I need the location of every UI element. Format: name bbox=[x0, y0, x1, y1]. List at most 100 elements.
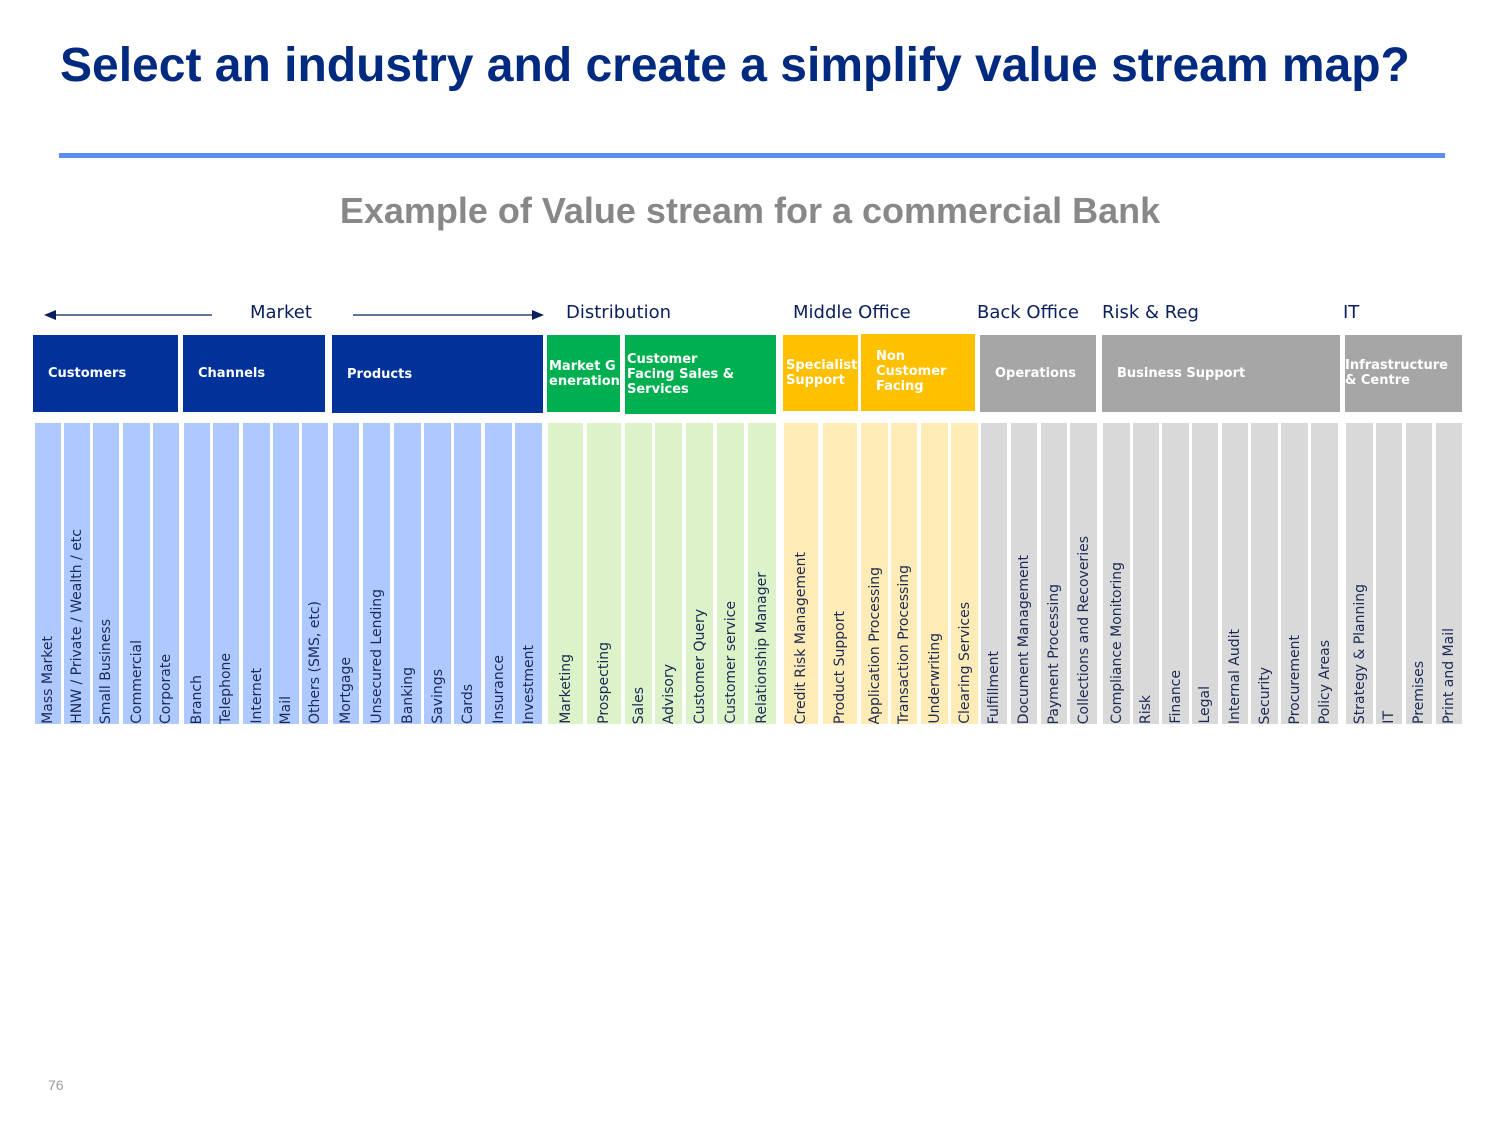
column-label: Branch bbox=[189, 674, 205, 724]
column-mail: Mail bbox=[273, 423, 299, 724]
column-savings: Savings bbox=[424, 423, 451, 724]
group-header-operations: Operations bbox=[980, 335, 1096, 412]
column-label: Insurance bbox=[490, 655, 507, 724]
column-label: Commercial bbox=[128, 640, 145, 724]
column-label: Corporate bbox=[158, 654, 174, 724]
column-cards: Cards bbox=[454, 423, 481, 724]
column-label: Customer service bbox=[722, 601, 739, 724]
column-mortgage: Mortgage bbox=[333, 423, 359, 724]
column-sales: Sales bbox=[625, 423, 652, 724]
column-policy-areas: Policy Areas bbox=[1311, 423, 1338, 724]
column-label: Prospecting bbox=[596, 642, 612, 724]
column-label: Payment Processing bbox=[1046, 583, 1062, 725]
column-label: Investment bbox=[520, 644, 537, 724]
category-back-office: Back Office bbox=[977, 302, 1079, 323]
column-label: Others (SMS, etc) bbox=[307, 601, 323, 724]
column-label: Unsecured Lending bbox=[368, 589, 385, 724]
column-label: Mail bbox=[278, 695, 294, 724]
group-header-customers: Customers bbox=[33, 335, 178, 412]
category-it: IT bbox=[1343, 302, 1360, 323]
column-internet: Internet bbox=[243, 423, 270, 724]
column-label: Finance bbox=[1167, 670, 1184, 724]
column-label: Underwriting bbox=[926, 633, 943, 724]
arrow-right-icon bbox=[353, 310, 544, 320]
column-label: Document Management bbox=[1016, 554, 1032, 724]
column-clearing-services: Clearing Services bbox=[951, 423, 978, 724]
group-header-infrastructure: Infrastructure & Centre bbox=[1345, 335, 1462, 412]
column-customer-service: Customer service bbox=[717, 423, 744, 724]
column-label: IT bbox=[1381, 711, 1397, 724]
column-label: Cards bbox=[459, 683, 476, 724]
page-title: Select an industry and create a simplify… bbox=[60, 39, 1410, 92]
column-hnw-private-wealth: HNW / Private / Wealth / etc bbox=[64, 423, 90, 724]
page-number: 76 bbox=[48, 1077, 64, 1093]
group-label: Customers bbox=[48, 366, 127, 381]
column-insurance: Insurance bbox=[485, 423, 512, 724]
column-unsecured-lending: Unsecured Lending bbox=[363, 423, 390, 724]
column-corporate: Corporate bbox=[153, 423, 179, 724]
column-finance: Finance bbox=[1162, 423, 1189, 724]
title-underline bbox=[59, 153, 1445, 158]
category-risk-reg: Risk & Reg bbox=[1102, 302, 1199, 323]
group-label: Channels bbox=[198, 366, 266, 381]
column-premises: Premises bbox=[1406, 423, 1432, 724]
group-label: Market Generation bbox=[549, 358, 620, 389]
column-banking: Banking bbox=[394, 423, 421, 724]
column-label: Strategy & Planning bbox=[1351, 583, 1368, 724]
column-label: Compliance Monitoring bbox=[1108, 562, 1125, 724]
category-market: Market bbox=[250, 302, 312, 323]
column-small-business: Small Business bbox=[93, 423, 119, 724]
column-strategy-planning: Strategy & Planning bbox=[1346, 423, 1373, 724]
column-procurement: Procurement bbox=[1281, 423, 1308, 724]
category-distribution: Distribution bbox=[566, 302, 672, 323]
column-label: Fulfillment bbox=[986, 650, 1002, 724]
column-marketing: Marketing bbox=[548, 423, 583, 724]
column-label: Mortgage bbox=[338, 657, 354, 724]
column-compliance-monitoring: Compliance Monitoring bbox=[1103, 423, 1130, 724]
column-commercial: Commercial bbox=[123, 423, 150, 724]
column-label: Internet bbox=[248, 668, 265, 724]
column-branch: Branch bbox=[184, 423, 210, 724]
column-label: Security bbox=[1256, 666, 1273, 725]
column-label: Collections and Recoveries bbox=[1075, 535, 1092, 724]
column-label: Transaction Processing bbox=[896, 564, 912, 724]
column-it: IT bbox=[1376, 423, 1402, 724]
group-label: Customer Facing Sales & Services bbox=[627, 352, 735, 397]
column-label: Marketing bbox=[557, 654, 574, 724]
group-label: Non Customer Facing bbox=[876, 349, 947, 394]
column-label: Product Support bbox=[832, 611, 848, 724]
group-header-market-generation: Market Generation bbox=[547, 335, 620, 412]
column-internal-audit: Internal Audit bbox=[1222, 423, 1248, 724]
column-label: Risk bbox=[1138, 694, 1154, 724]
column-transaction-processing: Transaction Processing bbox=[891, 423, 917, 724]
column-product-support: Product Support bbox=[823, 423, 857, 724]
category-middle-office: Middle Office bbox=[793, 302, 911, 323]
column-prospecting: Prospecting bbox=[587, 423, 621, 724]
group-label: Products bbox=[347, 366, 413, 382]
column-label: Small Business bbox=[98, 618, 114, 724]
column-payment-processing: Payment Processing bbox=[1041, 423, 1067, 724]
column-security: Security bbox=[1251, 423, 1278, 724]
group-label: Infrastructure & Centre bbox=[1345, 358, 1448, 388]
group-header-products: Products bbox=[332, 335, 543, 413]
column-application-processing: Application Processing bbox=[861, 423, 888, 724]
group-label: Business Support bbox=[1117, 366, 1246, 381]
arrow-left-icon bbox=[44, 310, 212, 320]
column-label: Savings bbox=[429, 669, 446, 724]
column-label: Print and Mail bbox=[1441, 628, 1457, 724]
column-investment: Investment bbox=[515, 423, 542, 724]
column-risk: Risk bbox=[1133, 423, 1159, 724]
column-label: Premises bbox=[1411, 661, 1427, 724]
group-header-non-customer-facing: Non Customer Facing bbox=[861, 334, 975, 411]
column-document-management: Document Management bbox=[1011, 423, 1037, 724]
column-label: Customer Query bbox=[691, 608, 708, 724]
column-customer-query: Customer Query bbox=[686, 423, 713, 724]
column-label: Policy Areas bbox=[1316, 639, 1333, 724]
column-mass-market: Mass Market bbox=[35, 423, 61, 724]
column-relationship-manager: Relationship Manager bbox=[748, 423, 776, 724]
column-label: Banking bbox=[399, 667, 416, 724]
column-print-and-mail: Print and Mail bbox=[1436, 423, 1462, 724]
group-label: Specialist Support bbox=[786, 358, 858, 388]
column-label: HNW / Private / Wealth / etc bbox=[69, 529, 85, 724]
group-header-customer-facing: Customer Facing Sales & Services bbox=[625, 335, 776, 414]
